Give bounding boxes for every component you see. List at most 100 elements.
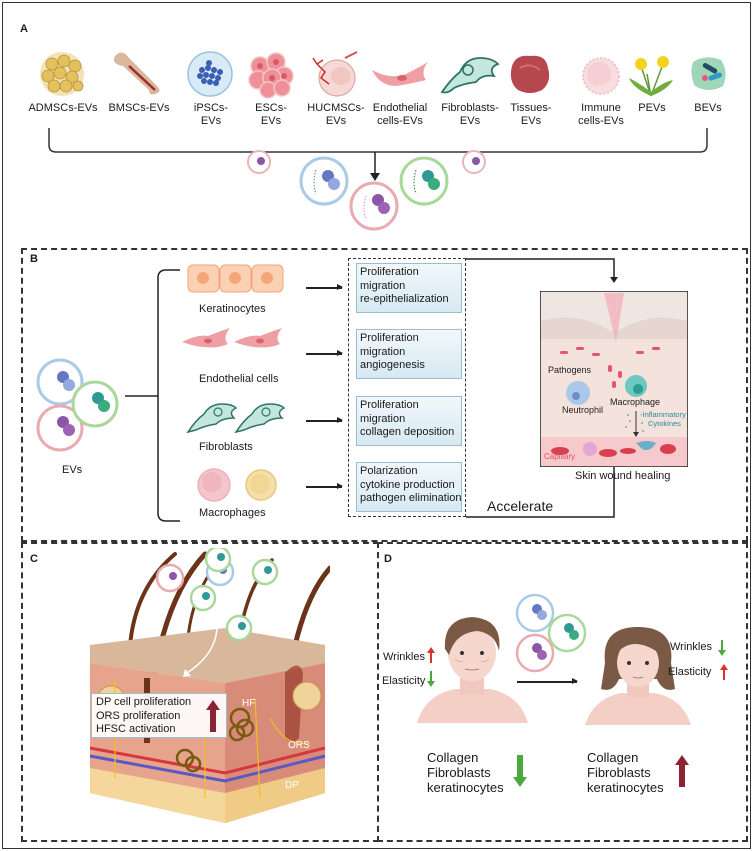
pathogens-label: Pathogens	[548, 365, 592, 375]
panel-a-bracket	[48, 128, 708, 181]
ev-blue-icon	[515, 593, 555, 633]
ev-pink-icon	[349, 181, 399, 231]
elasticity-up-arrow-icon	[720, 664, 728, 680]
ev-blue-icon	[36, 358, 84, 406]
source-label-tissues: Tissues-EVs	[510, 102, 552, 127]
up-arrow-icon	[206, 700, 220, 732]
before-after-arrow	[517, 678, 578, 684]
panel-d-ev-cluster	[515, 593, 587, 673]
cytokines-label: Cytokines	[648, 419, 681, 428]
cell-label-fibroblasts: Fibroblasts	[199, 441, 253, 453]
adipose-cells-icon	[40, 52, 84, 96]
source-label-bevs: BEVs	[694, 102, 722, 114]
ev-green-icon	[547, 613, 587, 653]
skin-hair-follicle-illustration: HF ORS DP	[89, 548, 330, 823]
markers-down-arrow-icon	[513, 755, 527, 787]
immune-cell-icon	[582, 57, 620, 95]
cell-label-endothelial: Endothelial cells	[199, 373, 279, 385]
floating-evs	[155, 548, 279, 642]
neutrophil-label: Neutrophil	[562, 405, 603, 415]
cell-label-keratinocytes: Keratinocytes	[199, 303, 266, 315]
source-label-hucmscs: HUCMSCs-EVs	[307, 102, 365, 127]
macrophage-icon	[625, 375, 647, 397]
ev-green-icon	[399, 156, 449, 206]
bacteria-icon	[691, 57, 726, 90]
endothelial-cells-icon	[182, 328, 282, 348]
panel-a-evs	[247, 150, 486, 231]
panel-c-effects-box: DP cell proliferation ORS proliferation …	[91, 693, 227, 738]
effects-group-box	[348, 258, 466, 517]
macrophages-icon	[197, 468, 277, 502]
fibroblast-icon	[440, 57, 500, 94]
after-wrinkles-label: Wrinkles	[670, 641, 712, 653]
capillary-label: Capillary	[544, 452, 575, 461]
before-markers: Collagen Fibroblasts keratinocytes	[427, 750, 504, 795]
cytokine-dots	[625, 414, 644, 432]
panel-a-letter: A	[20, 23, 28, 35]
panel-b-ev-cluster	[36, 358, 119, 452]
source-label-pevs: PEVs	[638, 102, 666, 114]
arrow-endothelial	[306, 350, 343, 356]
tissue-icon	[510, 55, 550, 93]
dp-label: DP	[285, 780, 299, 791]
endothelial-cell-icon	[372, 62, 428, 86]
ev-pink-icon	[515, 633, 555, 673]
neutrophil-icon	[566, 381, 590, 405]
plant-dandelion-icon	[629, 56, 673, 97]
source-label-admscs: ADMSCs-EVs	[28, 102, 98, 114]
panel-a-source-icons	[40, 51, 726, 99]
bone-icon	[114, 52, 160, 95]
epidermis-top	[90, 628, 325, 683]
source-label-fibroblasts: Fibroblasts-EVs	[441, 102, 499, 127]
after-elasticity-label: Elasticity	[668, 666, 712, 678]
red-blood-cells	[551, 444, 676, 457]
ev-pink-icon	[36, 404, 84, 452]
panel-b-letter: B	[30, 253, 38, 265]
source-label-escs: ESCs-EVs	[255, 102, 287, 127]
rejuvenated-face-illustration	[585, 627, 691, 725]
umbilical-cord-fetus-icon	[312, 51, 358, 97]
wound-caption: Skin wound healing	[575, 470, 671, 482]
before-wrinkles-label: Wrinkles	[383, 651, 425, 663]
elasticity-down-arrow-icon	[427, 671, 435, 687]
ev-small-left-icon	[247, 150, 271, 174]
before-elasticity-label: Elasticity	[382, 675, 426, 687]
skin-wound-illustration: Pathogens Neutrophil Macrophage -Inflamm…	[540, 291, 688, 467]
arrow-keratinocytes	[306, 284, 343, 290]
wrinkles-up-arrow-icon	[427, 647, 435, 663]
arrow-macrophages	[306, 483, 343, 489]
inflammatory-label: -Inflammatory	[640, 410, 686, 419]
aged-face-illustration	[417, 617, 528, 723]
cell-label-macrophages: Macrophages	[199, 507, 266, 519]
ors-label: ORS	[288, 740, 310, 751]
hypodermis-side	[225, 768, 325, 823]
panel-b-box	[21, 248, 748, 542]
ipsc-dish-icon	[187, 51, 233, 97]
hf-label: HF	[242, 698, 255, 709]
source-label-bmscs: BMSCs-EVs	[108, 102, 170, 114]
wound-cleft	[604, 293, 624, 343]
hypodermis-front	[90, 768, 225, 823]
panel-d-letter: D	[384, 553, 392, 565]
panel-b-bracket	[125, 269, 180, 522]
ev-label: EVs	[62, 464, 83, 476]
wrinkles-down-arrow-icon	[718, 640, 726, 656]
embryonic-stem-cells-icon	[248, 52, 294, 99]
fibroblasts-icon	[186, 403, 286, 434]
markers-up-arrow-icon	[675, 755, 689, 787]
after-markers: Collagen Fibroblasts keratinocytes	[587, 750, 664, 795]
ev-green-icon	[71, 380, 119, 428]
keratinocytes-icon	[187, 264, 284, 293]
macrophage-label: Macrophage	[610, 397, 660, 407]
panel-d-box	[377, 542, 748, 842]
panel-c-letter: C	[30, 553, 38, 565]
accelerate-label: Accelerate	[487, 498, 554, 514]
source-label-ipscs: iPSCs-EVs	[193, 102, 229, 127]
ev-small-right-icon	[462, 150, 486, 174]
